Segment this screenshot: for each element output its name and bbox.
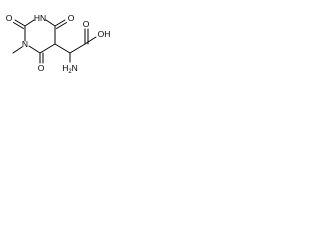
- atom-labels: O HN O O OH N O H2N: [6, 13, 111, 75]
- bond-cooh-oh: [84, 36, 97, 45]
- bond-c4-o-a: [54, 19, 66, 27]
- bond-c6-n1: [28, 45, 41, 54]
- bond-c5-c6: [39, 43, 56, 54]
- bond-c2-n3: [24, 19, 35, 27]
- bond-n1-methyl: [12, 46, 23, 54]
- bond-c2-o-a: [14, 19, 26, 27]
- atom-label-nh-top: HN: [34, 13, 46, 23]
- bond-c5-calpha: [54, 43, 71, 54]
- atom-label-o-bottom: O: [38, 63, 45, 73]
- atom-label-n-ring: N: [22, 39, 28, 49]
- side-chain-bonds: [54, 28, 97, 63]
- bond-n3-c4: [45, 19, 56, 27]
- carbonyl-bonds: [13, 19, 67, 64]
- chemical-structure-diagram: O HN O O OH N O H2N: [6, 13, 111, 75]
- bond-calpha-ccooh: [69, 43, 86, 54]
- ring-bonds: [24, 19, 56, 54]
- atom-label-oh-acid: OH: [98, 29, 111, 39]
- nh2-subscript: 2: [68, 69, 72, 75]
- atom-label-o-acid: O: [83, 19, 90, 29]
- bond-c2-o-b: [13, 22, 24, 29]
- atom-label-o-top-right: O: [68, 13, 75, 23]
- atom-label-nh2: H2N: [62, 63, 78, 75]
- nh2-n: N: [72, 63, 78, 73]
- bond-c4-o-b: [56, 22, 67, 29]
- atom-label-o-top-left: O: [6, 13, 13, 23]
- nh2-main-text: H: [62, 63, 68, 73]
